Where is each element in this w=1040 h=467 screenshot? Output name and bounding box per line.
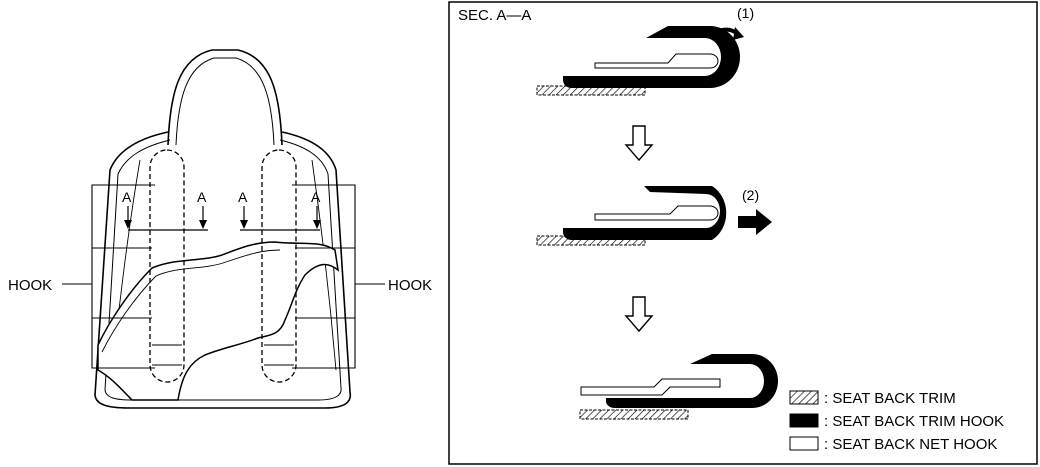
legend-swatch-hatched	[789, 390, 819, 405]
hook-label-right: HOOK	[388, 277, 432, 294]
seat-back-inner-outline	[104, 139, 342, 401]
rotate-arrow-head	[733, 27, 744, 40]
section-marker: A	[238, 189, 248, 205]
seat-back-net-hook	[580, 378, 721, 396]
seat-back-trim-hook	[606, 354, 778, 408]
step-3-hook-assembly	[579, 354, 778, 420]
section-marker: A	[311, 189, 321, 205]
section-marker: A	[122, 189, 132, 205]
step-2-hook-assembly: (2)	[536, 186, 772, 246]
section-arrow-2	[199, 206, 207, 229]
legend-label: : SEAT BACK TRIM HOOK	[824, 413, 1004, 430]
legend-swatch-outline	[789, 436, 819, 451]
peeled-trim-inner-line	[101, 249, 281, 353]
legend-swatch-solid	[789, 413, 819, 428]
section-title: SEC. A—A	[458, 7, 531, 24]
peeled-trim-edge	[97, 241, 340, 401]
hook-bracket-left	[91, 184, 155, 369]
step-1-hook-assembly: (1)	[536, 5, 754, 96]
step-1-label: (1)	[737, 5, 754, 21]
hook-channel-left	[149, 149, 185, 383]
legend-item-seat-back-net-hook: : SEAT BACK NET HOOK	[789, 436, 997, 453]
section-arrow-4	[313, 206, 321, 229]
seat-back-net-hook	[594, 205, 719, 221]
section-panel: SEC. A—A (1) (2)	[448, 1, 1038, 465]
seat-back-trim-hook	[563, 186, 727, 240]
down-arrow-icon	[624, 296, 654, 333]
legend: : SEAT BACK TRIM : SEAT BACK TRIM HOOK :…	[789, 390, 1004, 453]
headrest-inner-outline	[175, 57, 275, 146]
legend-label: : SEAT BACK NET HOOK	[824, 436, 997, 453]
section-panel-frame	[448, 1, 1038, 465]
headrest-outline	[167, 49, 283, 146]
section-marker: A	[197, 189, 207, 205]
seat-back-trim-hook	[563, 26, 740, 88]
seat-back-figure: A A A A HOOK HOOK	[8, 49, 432, 409]
hook-label-left: HOOK	[8, 277, 52, 294]
legend-item-seat-back-trim-hook: : SEAT BACK TRIM HOOK	[789, 413, 1004, 430]
section-arrow-3	[240, 206, 248, 229]
down-arrow-icon	[624, 125, 654, 162]
seat-back-net-hook	[594, 53, 719, 69]
seat-back-trim	[579, 409, 689, 420]
legend-item-seat-back-trim: : SEAT BACK TRIM	[789, 390, 956, 407]
right-arrow-icon	[738, 209, 772, 235]
legend-label: : SEAT BACK TRIM	[824, 390, 956, 407]
hook-bracket-right	[292, 184, 356, 369]
section-arrow-1	[124, 206, 132, 229]
seat-back-outline	[94, 131, 352, 409]
hook-channel-right	[261, 149, 297, 383]
step-2-label: (2)	[742, 187, 759, 203]
